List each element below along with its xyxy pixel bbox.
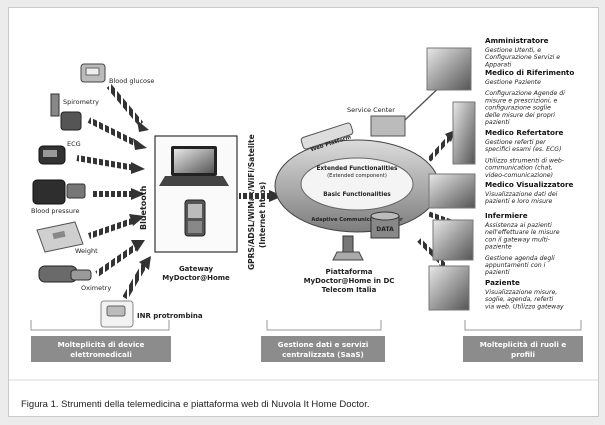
role-title: Amministratore (485, 36, 549, 45)
role-description-line: Gestione Utenti, e (485, 46, 541, 54)
footer-left-line2: elettromedicali (70, 350, 132, 359)
role-description-line: soglie, agenda, referti (485, 295, 554, 303)
doctor-photo (452, 101, 476, 165)
data-label: DATA (376, 226, 394, 233)
role-description-line: pazienti (484, 268, 510, 276)
role-description-line: paziente (484, 243, 512, 251)
role-title: Medico di Riferimento (485, 68, 574, 77)
gateway-label-line2: MyDoctor@Home (162, 274, 230, 282)
footer-right-line2: profili (511, 350, 535, 359)
bluetooth-label: Bluetooth (139, 185, 148, 230)
gateway-group: Bluetooth Gateway MyDoctor@Home (139, 135, 238, 282)
role-description-line: pazienti e loro misure (484, 197, 553, 205)
role-description-line: Gestione Paziente (485, 78, 541, 86)
extended-func-label: Extended Functionalities (316, 166, 398, 172)
service-center-server (370, 115, 406, 137)
role-description-line: communication (chat, (485, 164, 553, 172)
device-weight: Weight (36, 221, 98, 255)
platform-group: Service Center Web Platform Extended Fun… (274, 106, 440, 294)
role-description-line: pazienti (484, 118, 510, 126)
role-description-line: Utilizzo strumenti di web- (485, 156, 564, 164)
device-blood-glucose: Blood glucose (80, 63, 154, 85)
role-photos (426, 47, 476, 311)
device-label-blood-glucose: Blood glucose (109, 77, 154, 85)
device-label-inr: INR protrombina (137, 312, 203, 320)
device-inr: INR protrombina (100, 300, 203, 328)
gateway-label-line1: Gateway (179, 265, 214, 273)
admin-photo (426, 47, 472, 91)
laptop-icon (159, 146, 229, 186)
role-description-line: specifici esami (es. ECG) (485, 146, 562, 153)
figure-frame: Blood glucose Spirometry ECG Blood press… (8, 7, 599, 417)
patient-photo (428, 265, 470, 311)
role-description-line: via web. Utilizzo gateway (485, 302, 564, 310)
role-description-line: Configurazione Agende di (485, 90, 565, 97)
role-title: Infermiere (485, 211, 528, 220)
device-label-ecg: ECG (67, 140, 81, 148)
platform-label-line3: Telecom Italia (322, 286, 377, 294)
web-platform-tag (300, 122, 354, 150)
footer-left: Molteplicità di device elettromedicali (31, 336, 171, 362)
device-oximetry: Oximetry (38, 265, 111, 292)
database-icon: DATA (370, 211, 400, 239)
extended-comp-label: (Extended component) (327, 173, 387, 179)
role-description-line: configurazione soglie (485, 105, 551, 112)
figure-caption: Figura 1. Strumenti della telemedicina e… (21, 399, 370, 410)
role-description-line: delle misure dei propri (485, 112, 555, 119)
role-description-line: nell'effettuare le misure (485, 228, 560, 236)
role-description-line: misure e prescrizioni, e (485, 97, 557, 104)
role-description-line: appuntamenti con i (485, 261, 546, 269)
role-description-line: Gestione referti per (485, 138, 546, 146)
role-description-line: con il gateway multi- (485, 235, 550, 243)
footer-center-line1: Gestione dati e servizi (278, 340, 369, 349)
role-description-line: Configurazione Servizi e (485, 54, 560, 61)
role-description-line: Visualizzazione misure, (485, 289, 557, 296)
role-description-line: Apparati (484, 60, 512, 68)
footer-center-line2: centralizzata (SaaS) (282, 350, 364, 359)
footer-right-line1: Molteplicità di ruoli e (480, 340, 567, 349)
device-ecg: ECG (38, 140, 81, 165)
device-label-spirometry: Spirometry (63, 98, 99, 106)
basic-func-label: Basic Functionalities (323, 192, 391, 198)
platform-label-line2: MyDoctor@Home in DC (304, 277, 395, 285)
footer-left-line1: Molteplicità di device (58, 340, 145, 349)
smartphone-icon (184, 199, 206, 237)
service-center-label: Service Center (347, 106, 395, 114)
footer-brackets (30, 320, 582, 331)
datacenter-icon (332, 235, 364, 261)
role-title: Medico Visualizzatore (485, 180, 574, 189)
footer-center: Gestione dati e servizi centralizzata (S… (261, 336, 385, 362)
network-label-line2: (Internet https) (258, 182, 267, 248)
device-label-oximetry: Oximetry (81, 284, 111, 292)
role-description-line: Gestione agenda degli (485, 254, 555, 262)
role-description-line: Visualizzazione dati dei (485, 190, 558, 198)
nurse-photo (432, 219, 474, 261)
role-title: Medico Refertatore (485, 128, 563, 137)
platform-core (300, 157, 414, 211)
footer-right: Molteplicità di ruoli e profili (463, 336, 583, 362)
reporter-photo (428, 173, 476, 209)
role-description-line: video-comunicazione) (485, 172, 553, 179)
adaptive-layer-label: Adaptive Communication Layer (311, 217, 403, 223)
device-arrows (76, 84, 151, 300)
network-label-line1: GPRS/ADSL/WiMax/WiFi/Satelite (247, 134, 256, 270)
role-title: Paziente (485, 278, 520, 287)
device-spirometry: Spirometry (50, 93, 99, 131)
role-description-line: Assistenza ai pazienti (484, 221, 552, 229)
device-label-blood-pressure: Blood pressure (31, 207, 80, 215)
telemedicine-diagram: Blood glucose Spirometry ECG Blood press… (9, 36, 598, 381)
device-blood-pressure: Blood pressure (31, 179, 86, 215)
device-label-weight: Weight (75, 247, 98, 255)
platform-label-line1: Piattaforma (326, 268, 373, 276)
